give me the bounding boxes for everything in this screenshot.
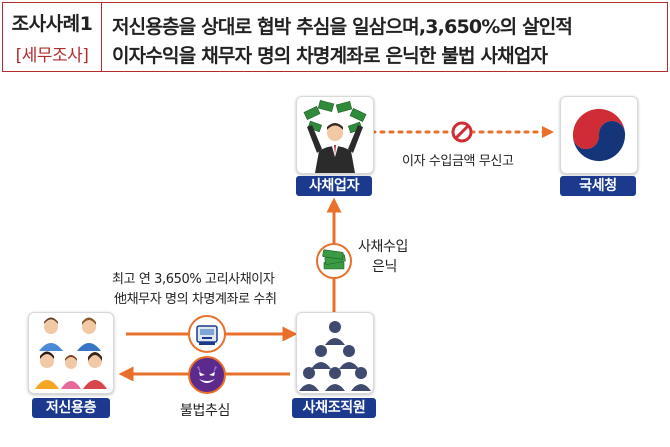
lender-money-icon bbox=[303, 99, 367, 173]
borrowers-card bbox=[28, 312, 114, 394]
collection-text-2: 他채무자 명의 차명계좌로 수취 bbox=[114, 292, 277, 307]
illegal-collection-text: 불법추심 bbox=[180, 403, 230, 419]
lender-label: 사채업자 bbox=[296, 176, 372, 196]
atm-icon bbox=[196, 325, 218, 345]
devil-badge bbox=[188, 356, 226, 394]
case-category: [세무조사] bbox=[15, 46, 89, 66]
collection-text-1: 최고 연 3,650% 고리사채이자 bbox=[112, 272, 275, 287]
title-line-1: 저신용층을 상대로 협박 추심을 일삼으며,3,650%의 살인적 bbox=[112, 16, 573, 38]
people-group-icon bbox=[35, 317, 107, 389]
organization-label: 사채조직원 bbox=[292, 398, 376, 418]
case-label: 조사사례1 bbox=[11, 13, 93, 35]
hidden-income-text-1: 사채수입 bbox=[358, 239, 408, 255]
no-report-text: 이자 수입금액 무신고 bbox=[402, 154, 514, 169]
tax-office-card bbox=[560, 96, 638, 174]
title-line-2: 이자수익을 채무자 명의 차명계좌로 은닉한 불법 사채업자 bbox=[112, 45, 548, 67]
atm-badge bbox=[188, 315, 226, 353]
organization-people-icon bbox=[299, 321, 371, 391]
title-box: 저신용층을 상대로 협박 추심을 일삼으며,3,650%의 살인적 이자수익을 … bbox=[102, 2, 668, 72]
borrowers-label: 저신용층 bbox=[32, 398, 110, 418]
tax-office-label: 국세청 bbox=[560, 176, 636, 196]
devil-face-icon bbox=[197, 366, 217, 383]
organization-card bbox=[296, 312, 374, 394]
government-emblem-icon bbox=[572, 108, 626, 162]
money-badge bbox=[316, 243, 352, 279]
case-box: 조사사례1 [세무조사] bbox=[2, 2, 102, 72]
header: 조사사례1 [세무조사] 저신용층을 상대로 협박 추심을 일삼으며,3,650… bbox=[0, 0, 670, 74]
money-stack-icon bbox=[322, 249, 346, 270]
hidden-income-text-2: 은닉 bbox=[372, 259, 397, 275]
lender-card bbox=[296, 96, 374, 174]
